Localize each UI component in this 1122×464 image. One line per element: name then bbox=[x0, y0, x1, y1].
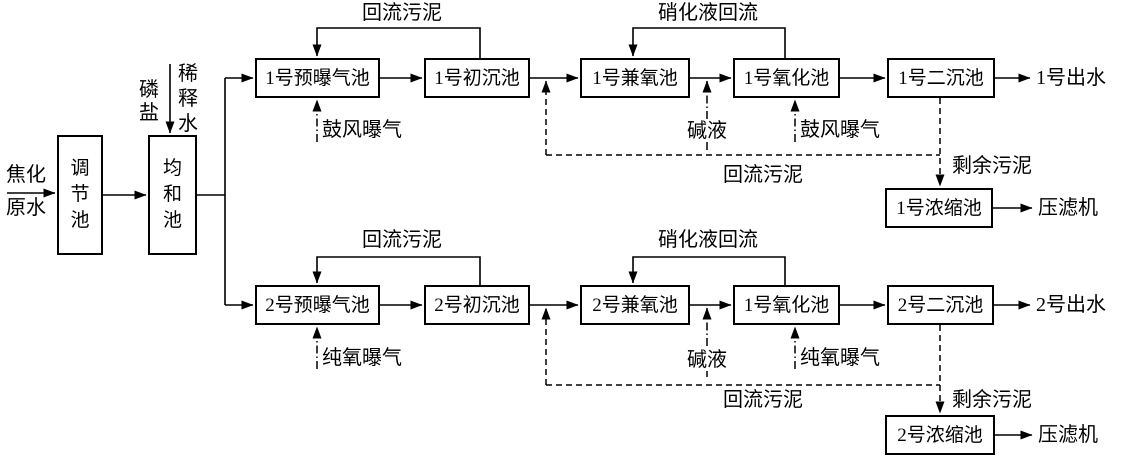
line1-sludge-return-bottom-label: 回流污泥 bbox=[723, 164, 803, 186]
line2-oxidation-label: 1号氧化池 bbox=[743, 294, 830, 316]
influent-label-top: 焦化 bbox=[6, 164, 46, 186]
line2-secondary-sed-box: 2号二沉池 bbox=[887, 285, 994, 325]
regulating-tank-box: 调节池 bbox=[57, 135, 103, 255]
influent-label-bottom: 原水 bbox=[6, 197, 46, 219]
line1-secondary-sed-label: 1号二沉池 bbox=[898, 67, 984, 89]
line1-oxidation-box: 1号氧化池 bbox=[733, 58, 840, 98]
dilution-water-label: 稀释水 bbox=[178, 63, 198, 135]
line1-oxidation-air-label: 鼓风曝气 bbox=[800, 119, 880, 141]
line1-nitrified-return-label: 硝化液回流 bbox=[658, 2, 758, 24]
line1-primary-sed-box: 1号初沉池 bbox=[424, 58, 530, 98]
line1-thickener-label: 1号浓缩池 bbox=[896, 197, 982, 219]
line2-facultative-box: 2号兼氧池 bbox=[580, 285, 690, 325]
line1-facultative-box: 1号兼氧池 bbox=[580, 58, 690, 98]
line2-primary-sed-label: 2号初沉池 bbox=[434, 294, 520, 316]
line2-oxidation-box: 1号氧化池 bbox=[733, 285, 840, 325]
line1-effluent-label: 1号出水 bbox=[1036, 67, 1106, 89]
line2-nitrified-return-label: 硝化液回流 bbox=[658, 229, 758, 251]
line1-filter-press-label: 压滤机 bbox=[1038, 197, 1098, 219]
line2-effluent-label: 2号出水 bbox=[1036, 294, 1106, 316]
line2-sludge-return-bottom-label: 回流污泥 bbox=[723, 389, 803, 411]
line2-pre-aeration-air-label: 纯氧曝气 bbox=[322, 347, 402, 369]
line2-secondary-sed-label: 2号二沉池 bbox=[897, 294, 984, 316]
line2-oxidation-air-label: 纯氧曝气 bbox=[800, 347, 880, 369]
phosphate-label: 磷盐 bbox=[139, 79, 159, 124]
line1-primary-sed-label: 1号初沉池 bbox=[434, 67, 520, 89]
line1-pre-aeration-air-label: 鼓风曝气 bbox=[322, 119, 402, 141]
line1-oxidation-label: 1号氧化池 bbox=[743, 67, 830, 89]
line2-filter-press-label: 压滤机 bbox=[1038, 424, 1098, 446]
line1-facultative-label: 1号兼氧池 bbox=[592, 67, 678, 89]
line1-excess-sludge-label: 剩余污泥 bbox=[952, 155, 1032, 177]
line2-alkali-label: 碱液 bbox=[666, 349, 748, 371]
line2-thickener-box: 2号浓缩池 bbox=[885, 415, 995, 455]
line1-pre-aeration-box: 1号预曝气池 bbox=[255, 58, 380, 98]
line1-thickener-box: 1号浓缩池 bbox=[885, 188, 993, 228]
line1-secondary-sed-box: 1号二沉池 bbox=[887, 58, 995, 98]
regulating-tank-label: 调节池 bbox=[70, 158, 90, 231]
line2-excess-sludge-label: 剩余污泥 bbox=[952, 389, 1032, 411]
line2-sludge-return-top-label: 回流污泥 bbox=[362, 229, 442, 251]
line2-primary-sed-box: 2号初沉池 bbox=[424, 285, 530, 325]
line1-pre-aeration-label: 1号预曝气池 bbox=[265, 67, 370, 89]
equalization-tank-label: 均和池 bbox=[162, 158, 182, 231]
line1-alkali-label: 碱液 bbox=[666, 120, 748, 142]
line1-sludge-return-top-label: 回流污泥 bbox=[362, 2, 442, 24]
equalization-tank-box: 均和池 bbox=[148, 135, 197, 255]
line2-pre-aeration-box: 2号预曝气池 bbox=[255, 285, 380, 325]
line2-thickener-label: 2号浓缩池 bbox=[897, 424, 983, 446]
line2-facultative-label: 2号兼氧池 bbox=[592, 294, 678, 316]
line2-pre-aeration-label: 2号预曝气池 bbox=[265, 294, 370, 316]
